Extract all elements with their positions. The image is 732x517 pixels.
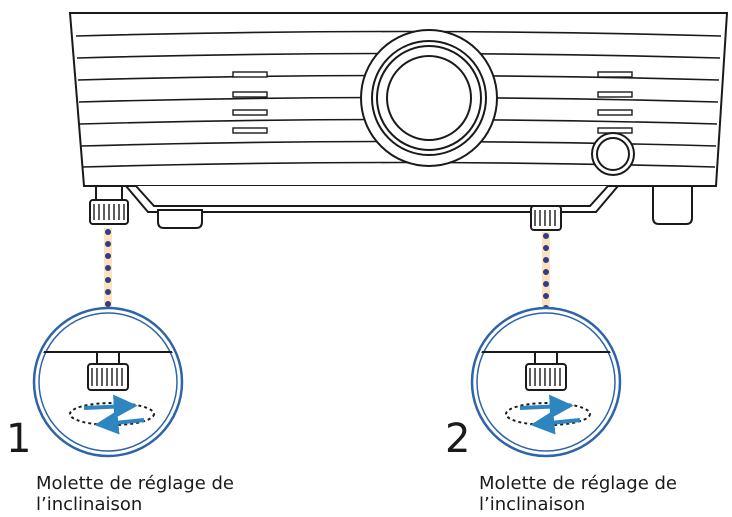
leader-line-left bbox=[104, 228, 112, 316]
caption-2-line-1: Molette de réglage de bbox=[479, 473, 678, 494]
projector bbox=[68, 12, 729, 231]
tilt-adjuster-foot bbox=[87, 351, 129, 391]
caption-1-line-2: l’inclinaison bbox=[36, 494, 143, 515]
rear-feet bbox=[157, 185, 693, 229]
caption-2-line-2: l’inclinaison bbox=[479, 494, 586, 515]
caption-2: Molette de réglage de l’inclinaison bbox=[479, 473, 677, 515]
callout-circle-left bbox=[32, 306, 184, 458]
ir-sensor bbox=[591, 132, 635, 176]
tilt-adjuster-foot bbox=[525, 351, 567, 391]
front-foot-right bbox=[530, 205, 562, 231]
leader-line-right bbox=[542, 232, 550, 316]
rotate-arrows-icon bbox=[69, 394, 155, 435]
rotate-arrows-icon bbox=[505, 394, 591, 435]
front-foot-left bbox=[89, 185, 129, 225]
caption-1: Molette de réglage de l’inclinaison bbox=[36, 473, 234, 515]
base-plate bbox=[123, 185, 621, 213]
callout-circle-right bbox=[470, 306, 622, 458]
vent-slots-left bbox=[232, 71, 268, 134]
callout-number-1: 1 bbox=[6, 416, 32, 462]
callout-number-2: 2 bbox=[445, 416, 471, 462]
lens bbox=[360, 29, 498, 167]
caption-1-line-1: Molette de réglage de bbox=[36, 473, 235, 494]
